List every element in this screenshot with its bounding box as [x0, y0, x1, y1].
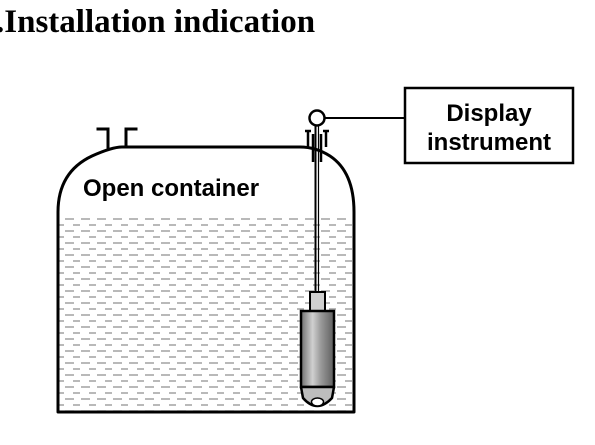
- page-title: .Installation indication: [0, 4, 316, 40]
- container-label: Open container: [83, 175, 259, 202]
- tank-outline: [56, 145, 356, 414]
- inlet-nozzle: [96, 127, 138, 149]
- display-instrument-label-line2: instrument: [427, 129, 551, 156]
- junction-icon: [308, 109, 326, 127]
- level-sensor-icon: [299, 291, 336, 408]
- display-instrument-label-line1: Display: [446, 100, 532, 127]
- sensor-nozzle: [305, 129, 329, 162]
- display-instrument-box: [403, 86, 575, 165]
- sensor-cable: [314, 126, 320, 294]
